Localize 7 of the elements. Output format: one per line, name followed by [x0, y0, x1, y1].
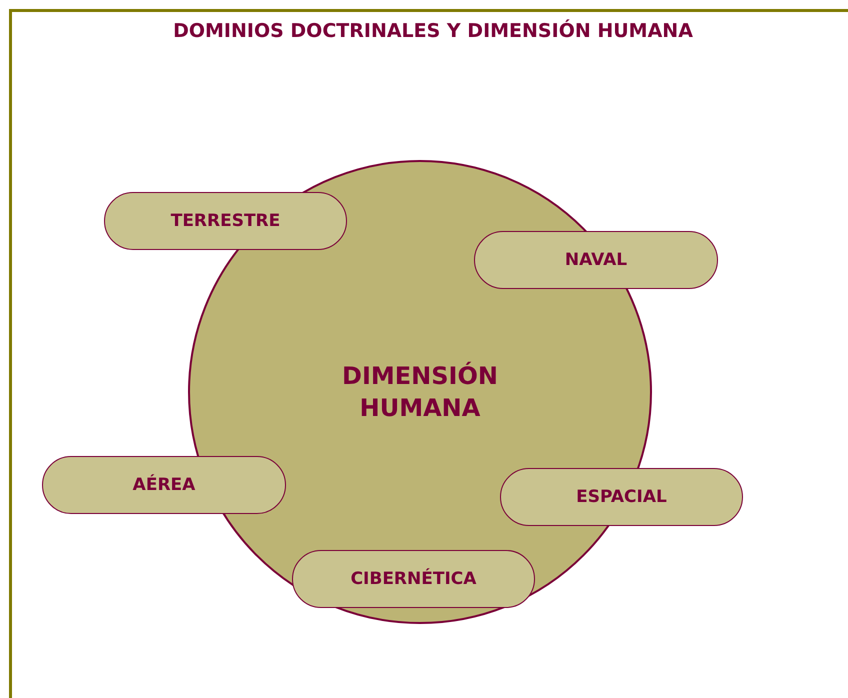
domain-label: TERRESTRE — [170, 211, 280, 231]
domain-label: NAVAL — [564, 250, 628, 270]
domain-label: CIBERNÉTICA — [350, 569, 476, 589]
title: DOMINIOS DOCTRINALES Y DIMENSIÓN HUMANA — [172, 20, 694, 42]
center-label: DIMENSIÓN HUMANA — [341, 360, 499, 424]
domain-label: ESPACIAL — [576, 487, 667, 507]
domain-label: AÉREA — [132, 475, 196, 495]
